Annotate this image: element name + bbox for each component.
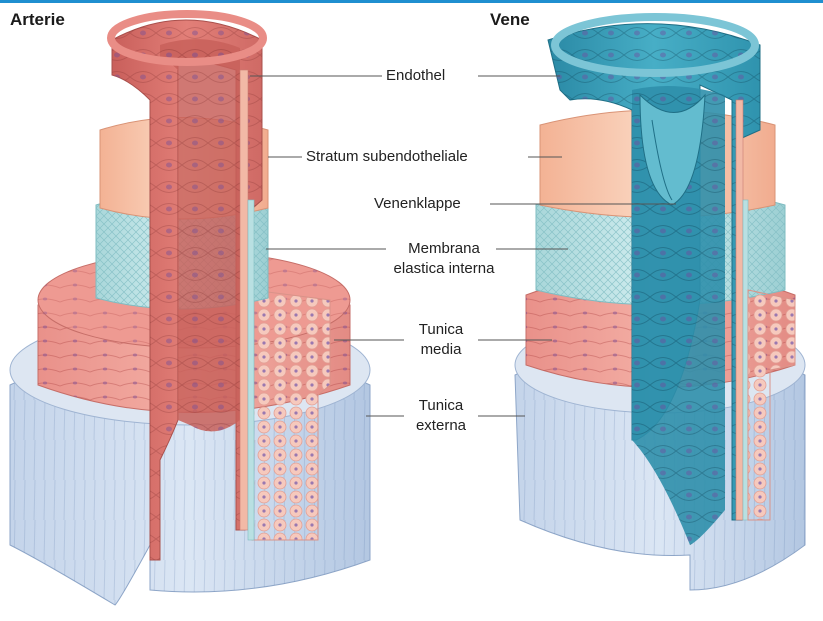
label-membrana-line2: elastica interna [386, 259, 502, 279]
label-membrana-line1: Membrana [386, 239, 502, 259]
label-venenklappe: Venenklappe [374, 194, 461, 214]
label-membrana-elastica-interna: Membrana elastica interna [386, 239, 502, 279]
artery-illustration [10, 14, 370, 605]
label-tunica-media: Tunica media [406, 320, 476, 360]
label-tunica-externa: Tunica externa [406, 396, 476, 436]
label-endothel: Endothel [386, 66, 445, 86]
label-media-line2: media [406, 340, 476, 360]
label-stratum-subendotheliale: Stratum subendotheliale [306, 147, 468, 167]
vein-illustration [515, 17, 805, 590]
label-media-line1: Tunica [406, 320, 476, 340]
label-externa-line2: externa [406, 416, 476, 436]
label-externa-line1: Tunica [406, 396, 476, 416]
